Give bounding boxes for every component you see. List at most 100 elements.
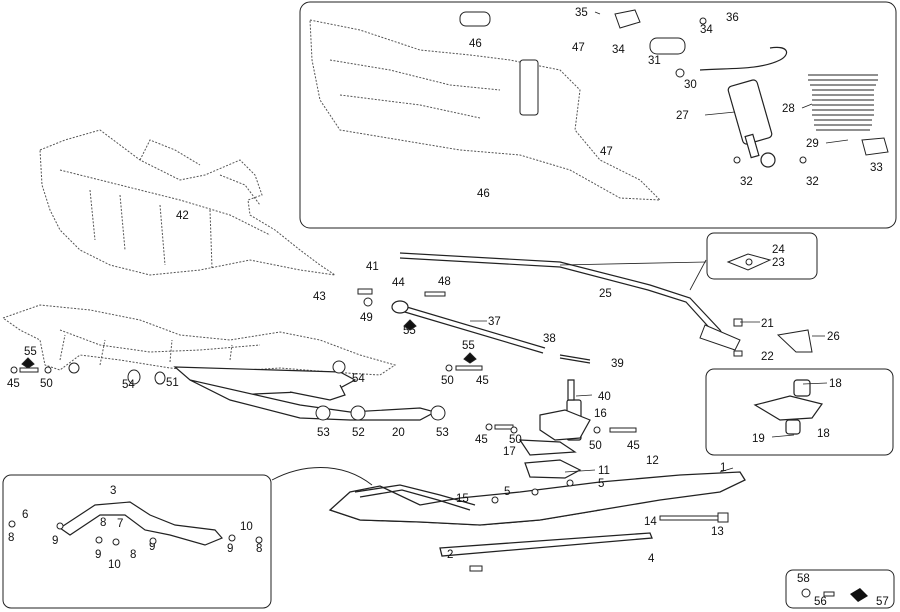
part-label-46: 46 — [477, 188, 490, 200]
part-label-38: 38 — [543, 333, 556, 345]
part-label-51: 51 — [166, 377, 179, 389]
part-label-55: 55 — [462, 340, 475, 352]
part-label-50: 50 — [589, 440, 602, 452]
plate-detail-box — [706, 232, 818, 280]
part-label-57: 57 — [876, 596, 889, 608]
part-label-15: 15 — [456, 493, 469, 505]
part-label-23: 23 — [772, 257, 785, 269]
part-label-8: 8 — [256, 543, 262, 555]
part-label-16: 16 — [594, 408, 607, 420]
suspension-arm-frame — [1, 304, 397, 376]
part-label-8: 8 — [8, 532, 14, 544]
cap-detail-box — [785, 569, 895, 609]
spindle — [518, 379, 591, 479]
part-label-43: 43 — [313, 291, 326, 303]
part-label-24: 24 — [772, 244, 785, 256]
part-label-19: 19 — [752, 433, 765, 445]
part-label-6: 6 — [22, 509, 28, 521]
part-label-39: 39 — [611, 358, 624, 370]
part-label-32: 32 — [740, 176, 753, 188]
part-label-11: 11 — [598, 465, 610, 477]
part-33 — [861, 137, 889, 156]
part-label-31: 31 — [648, 55, 661, 67]
rod-end-bolts — [357, 288, 446, 307]
part-label-2: 2 — [447, 549, 453, 561]
part-label-1: 1 — [720, 462, 726, 474]
part-label-37: 37 — [488, 316, 501, 328]
part-label-34: 34 — [700, 24, 713, 36]
part-label-9: 9 — [227, 543, 233, 555]
cap-detail — [801, 588, 868, 602]
part-label-45: 45 — [476, 375, 489, 387]
part-label-50: 50 — [509, 434, 522, 446]
part-label-55: 55 — [24, 346, 37, 358]
spring — [808, 74, 878, 131]
sway-bar-link — [699, 318, 743, 357]
part-label-18: 18 — [817, 428, 830, 440]
part-label-35: 35 — [575, 7, 588, 19]
ski-handle-detail — [58, 501, 224, 546]
part-label-36: 36 — [726, 12, 739, 24]
part-label-13: 13 — [711, 526, 724, 538]
part-label-53: 53 — [317, 427, 330, 439]
part-label-40: 40 — [598, 391, 611, 403]
tie-rod — [391, 300, 591, 364]
frame-detail — [309, 19, 662, 201]
shock-bodies — [459, 9, 686, 116]
part-label-49: 49 — [360, 312, 373, 324]
part-label-5: 5 — [504, 486, 510, 498]
part-label-41: 41 — [366, 261, 379, 273]
part-label-7: 7 — [117, 518, 123, 530]
shock-absorber — [699, 46, 788, 168]
leader-lines — [470, 11, 849, 473]
part-label-8: 8 — [100, 517, 106, 529]
plate-24 — [726, 253, 772, 271]
arm-bushings — [68, 360, 446, 421]
part-label-54: 54 — [122, 379, 135, 391]
part-label-27: 27 — [676, 110, 689, 122]
part-label-10: 10 — [240, 521, 253, 533]
part-label-8: 8 — [130, 549, 136, 561]
part-label-34: 34 — [612, 44, 625, 56]
part-label-9: 9 — [95, 549, 101, 561]
ski-handle — [354, 484, 476, 511]
part-label-30: 30 — [684, 79, 697, 91]
part-label-42: 42 — [176, 210, 189, 222]
part-label-25: 25 — [599, 288, 612, 300]
ski — [328, 471, 746, 557]
part-label-52: 52 — [352, 427, 365, 439]
part-label-45: 45 — [475, 434, 488, 446]
part-label-53: 53 — [436, 427, 449, 439]
part-label-10: 10 — [108, 559, 121, 571]
leader-curve — [271, 467, 373, 486]
part-label-33: 33 — [870, 162, 883, 174]
part-label-26: 26 — [827, 331, 840, 343]
part-label-50: 50 — [40, 378, 53, 390]
part-labels: 1 2 3 4 5 5 6 7 8 8 8 8 9 9 9 9 10 10 11… — [7, 7, 889, 608]
part-label-32: 32 — [806, 176, 819, 188]
chassis-frame — [39, 129, 336, 276]
ski-handle-detail-box — [2, 474, 272, 609]
shock-absorber-detail-box — [299, 1, 897, 229]
part-label-28: 28 — [782, 103, 795, 115]
a-arm — [173, 366, 437, 421]
part-label-9: 9 — [149, 541, 155, 553]
part-label-47: 47 — [600, 146, 613, 158]
part-label-3: 3 — [110, 485, 116, 497]
part-label-54: 54 — [352, 373, 365, 385]
part-label-45: 45 — [627, 440, 640, 452]
part-label-29: 29 — [806, 138, 819, 150]
part-label-9: 9 — [52, 535, 58, 547]
part-label-5: 5 — [598, 478, 604, 490]
sway-bar — [399, 252, 726, 343]
fasteners — [8, 17, 807, 572]
part-label-22: 22 — [761, 351, 774, 363]
part-label-56: 56 — [814, 596, 827, 608]
bushing-detail — [753, 379, 824, 435]
part-label-18: 18 — [829, 378, 842, 390]
part-label-20: 20 — [392, 427, 405, 439]
bushing-detail-box — [705, 368, 894, 456]
part-label-48: 48 — [438, 276, 451, 288]
